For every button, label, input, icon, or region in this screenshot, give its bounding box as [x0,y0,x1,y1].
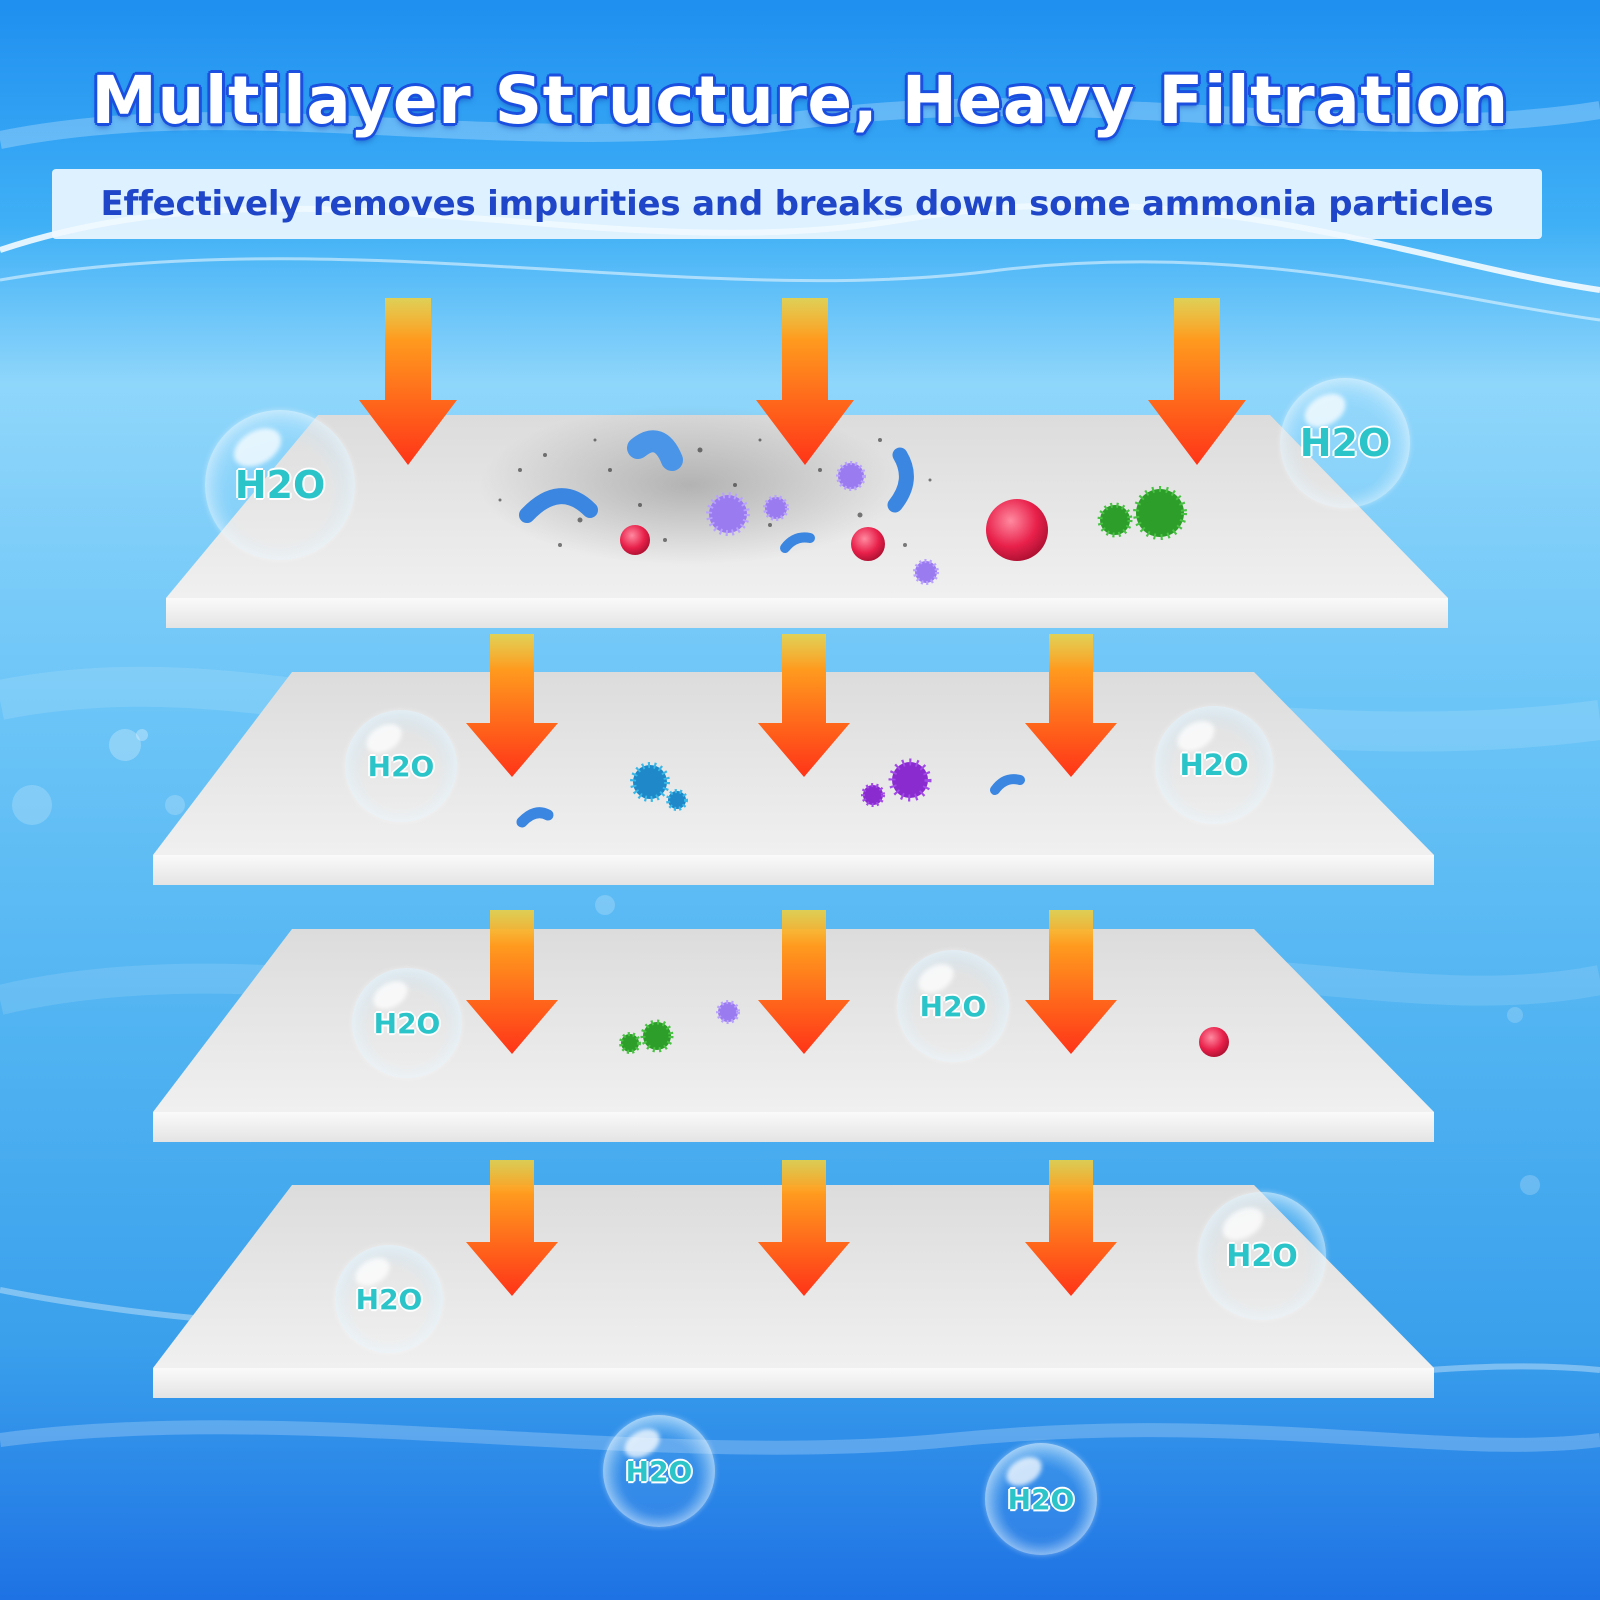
virus-icon [640,1019,674,1053]
h2o-label: H2O [919,989,987,1023]
water-bubble-icon: H2O [1198,1192,1326,1320]
h2o-label: H2O [373,1006,441,1040]
virus-icon [630,762,670,802]
water-bubble-icon: H2O [352,968,462,1078]
bacteria-icon [516,807,554,828]
impurities-layer-3 [619,1000,1229,1057]
page-title: Multilayer Structure, Heavy Filtration [91,62,1509,139]
down-arrow-icon [1025,910,1117,1054]
water-bubble-icon: H2O [897,950,1009,1062]
h2o-label: H2O [1007,1482,1075,1516]
down-arrow-icon [1025,634,1117,777]
germ-icon [1199,1027,1229,1057]
h2o-label: H2O [367,749,435,783]
down-arrow-icon [1025,1160,1117,1296]
h2o-label: H2O [1179,748,1249,782]
impurities-layer-2 [516,758,1025,828]
bacteria-icon [780,532,815,553]
virus-icon [1133,486,1187,540]
down-arrow-icon [756,298,854,465]
virus-icon [861,783,885,807]
down-arrow-icon [466,1160,558,1296]
down-arrow-icon [758,910,850,1054]
virus-icon [1097,502,1133,538]
down-arrow-icon [466,910,558,1054]
down-arrow-icon [466,634,558,777]
h2o-label: H2O [1226,1238,1298,1274]
water-bubble-icon: H2O [205,410,355,560]
virus-icon [716,1000,740,1024]
germ-icon [986,499,1048,561]
bacteria-icon [627,430,683,471]
virus-icon [888,758,932,802]
water-bubble-icon: H2O [345,710,457,822]
dust-particles-icon [498,438,932,547]
flow-arrows [359,298,1246,1296]
h2o-label: H2O [355,1282,423,1316]
virus-icon [619,1032,641,1054]
h2o-label: H2O [234,463,326,507]
down-arrow-icon [359,298,457,465]
virus-icon [836,461,866,491]
down-arrow-icon [758,1160,850,1296]
water-bubble-icon: H2O [335,1245,443,1353]
subtitle-text: Effectively removes impurities and break… [100,184,1494,224]
virus-icon [706,492,750,536]
dust-cloud-icon [480,405,900,565]
water-bubble-icon: H2O [603,1415,715,1527]
h2o-label: H2O [1299,421,1391,465]
germ-icon [620,525,650,555]
bacteria-icon [887,447,914,513]
bacteria-icon [519,488,598,523]
water-bubble-icon: H2O [1155,706,1273,824]
down-arrow-icon [1148,298,1246,465]
bacteria-icon [990,774,1025,795]
down-arrow-icon [758,634,850,777]
subtitle-banner: Effectively removes impurities and break… [52,169,1542,239]
virus-icon [763,495,789,521]
germ-icon [851,527,885,561]
virus-icon [913,559,939,585]
h2o-label: H2O [625,1454,693,1488]
water-bubble-icon: H2O [1280,378,1410,508]
virus-icon [666,789,688,811]
water-bubble-icon: H2O [985,1443,1097,1555]
